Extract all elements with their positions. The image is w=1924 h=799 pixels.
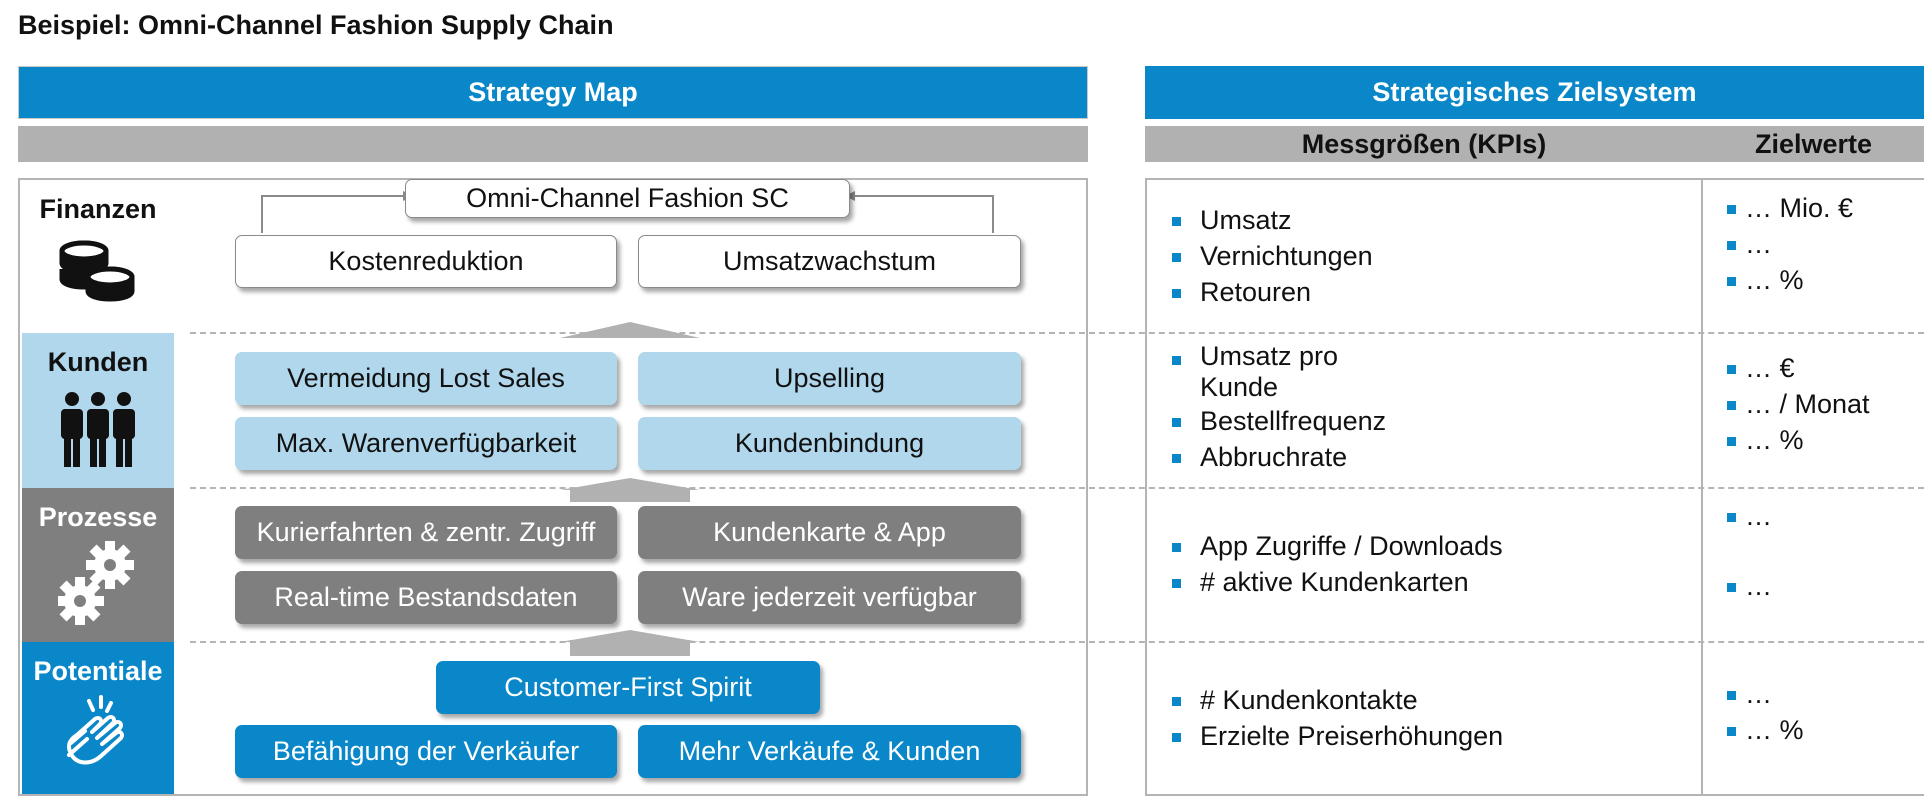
- kpi-item: # aktive Kundenkarten: [1172, 564, 1503, 600]
- arrow-prozesse-to-kunden: [560, 478, 700, 502]
- goal-kundenkarte: Kundenkarte & App: [638, 506, 1021, 559]
- clapping-hands-icon: [67, 695, 125, 765]
- target-item: … Mio. €: [1727, 190, 1853, 226]
- strategy-map-subheader: [18, 126, 1088, 162]
- kpi-list-finanzen: Umsatz Vernichtungen Retouren: [1172, 202, 1373, 310]
- zielsystem-frame: [1145, 178, 1924, 796]
- goal-customer-first: Customer-First Spirit: [436, 661, 820, 714]
- goal-kundenbindung: Kundenbindung: [638, 417, 1021, 470]
- arrow-potentiale-to-prozesse: [560, 630, 700, 656]
- target-item: …: [1727, 226, 1853, 262]
- kpi-item: Umsatz: [1172, 202, 1373, 238]
- page-title: Beispiel: Omni-Channel Fashion Supply Ch…: [18, 10, 614, 40]
- perspective-prozesse: Prozesse: [22, 488, 174, 642]
- kpi-list-prozesse: App Zugriffe / Downloads # aktive Kunden…: [1172, 528, 1503, 600]
- goal-umsatzwachstum: Umsatzwachstum: [638, 235, 1021, 288]
- target-list-finanzen: … Mio. € … … %: [1727, 190, 1853, 298]
- coins-icon: [59, 240, 135, 302]
- target-list-kunden: … € … / Monat … %: [1727, 350, 1870, 458]
- goal-bestandsdaten: Real-time Bestandsdaten: [235, 571, 617, 624]
- target-item: … %: [1727, 262, 1853, 298]
- gears-icon: [58, 541, 134, 625]
- target-item: …: [1727, 676, 1804, 712]
- perspective-kunden: Kunden: [22, 333, 174, 488]
- kpi-list-potentiale: # Kundenkontakte Erzielte Preiserhöhunge…: [1172, 682, 1503, 754]
- kpi-item: Retouren: [1172, 274, 1373, 310]
- kpi-item: Abbruchrate: [1172, 439, 1386, 475]
- kpi-item: # Kundenkontakte: [1172, 682, 1503, 718]
- goal-kostenreduktion: Kostenreduktion: [235, 235, 617, 288]
- kpi-item: Umsatz pro: [1172, 341, 1386, 372]
- target-item: …: [1727, 568, 1772, 604]
- arrow-kunden-to-finanzen: [560, 322, 700, 338]
- kpi-list-kunden: Umsatz pro Kunde Bestellfrequenz Abbruch…: [1172, 341, 1386, 475]
- zielsystem-subheader: Messgrößen (KPIs) Zielwerte: [1145, 126, 1924, 162]
- kpi-item: Vernichtungen: [1172, 238, 1373, 274]
- kpi-item: Bestellfrequenz: [1172, 403, 1386, 439]
- perspective-finanzen: Finanzen: [22, 180, 174, 333]
- people-icon: [61, 392, 135, 467]
- strategy-map-header: Strategy Map: [18, 66, 1088, 119]
- perspective-label-prozesse: Prozesse: [38, 502, 158, 532]
- separator-finanzen-kunden: [190, 332, 1924, 334]
- goal-omni-channel: Omni-Channel Fashion SC: [405, 179, 850, 218]
- kpi-item-continuation: Kunde: [1200, 372, 1279, 402]
- kpi-column-header: Messgrößen (KPIs): [1301, 128, 1547, 159]
- separator-kunden-prozesse: [190, 487, 1924, 489]
- target-list-potentiale: … … %: [1727, 676, 1804, 748]
- perspective-label-finanzen: Finanzen: [39, 194, 157, 224]
- zielsystem-header: Strategisches Zielsystem: [1145, 66, 1924, 119]
- goal-warenverfuegbarkeit: Max. Warenverfügbarkeit: [235, 417, 617, 470]
- kpi-item: Erzielte Preiserhöhungen: [1172, 718, 1503, 754]
- goal-mehr-verkaeufe: Mehr Verkäufe & Kunden: [638, 725, 1021, 778]
- target-column-header: Zielwerte: [1754, 128, 1873, 159]
- kpi-item: App Zugriffe / Downloads: [1172, 528, 1503, 564]
- target-item: … %: [1727, 712, 1804, 748]
- separator-prozesse-potentiale: [190, 641, 1924, 643]
- goal-befaehigung: Befähigung der Verkäufer: [235, 725, 617, 778]
- target-item: … %: [1727, 422, 1870, 458]
- perspective-label-kunden: Kunden: [47, 347, 149, 377]
- perspective-potentiale: Potentiale: [22, 642, 174, 794]
- goal-ware-verfuegbar: Ware jederzeit verfügbar: [638, 571, 1021, 624]
- goal-lost-sales: Vermeidung Lost Sales: [235, 352, 617, 405]
- target-item: … / Monat: [1727, 386, 1870, 422]
- target-item: …: [1727, 498, 1772, 534]
- kpi-target-divider: [1701, 178, 1703, 796]
- target-list-prozesse: … …: [1727, 498, 1772, 604]
- goal-kurierfahrten: Kurierfahrten & zentr. Zugriff: [235, 506, 617, 559]
- goal-upselling: Upselling: [638, 352, 1021, 405]
- perspective-label-potentiale: Potentiale: [33, 656, 163, 686]
- target-item: … €: [1727, 350, 1870, 386]
